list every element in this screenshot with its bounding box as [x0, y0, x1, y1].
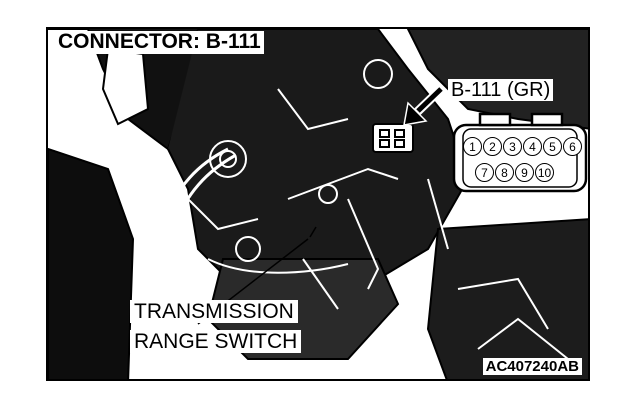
detail-lines	[187, 59, 569, 360]
callout-arrow	[403, 85, 445, 126]
diagram-title: CONNECTOR: B-111	[56, 31, 264, 54]
connector-pin: 7	[475, 163, 494, 182]
connector-pin: 8	[495, 163, 514, 182]
connector-label: B-111 (GR)	[448, 79, 554, 101]
connector-pin: 1	[463, 137, 482, 156]
component-label-line1: TRANSMISSION	[130, 300, 298, 323]
connector-pin: 2	[483, 137, 502, 156]
figure-code: AC407240AB	[482, 358, 582, 375]
connector-plug-drawing	[372, 123, 414, 153]
engine-block-drawing	[48, 29, 588, 379]
connector-pin: 3	[503, 137, 522, 156]
connector-pin: 9	[515, 163, 534, 182]
connector-pin: 6	[563, 137, 582, 156]
connector-pin: 5	[543, 137, 562, 156]
component-label-line2: RANGE SWITCH	[130, 330, 302, 353]
connector-pin: 4	[523, 137, 542, 156]
connector-pin: 10	[535, 163, 554, 182]
